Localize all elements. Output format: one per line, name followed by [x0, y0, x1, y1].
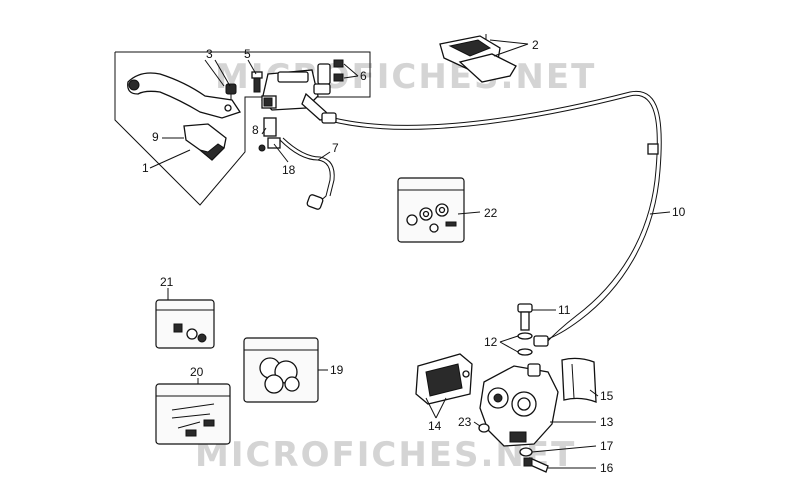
- callout-8: 8: [252, 123, 259, 137]
- switch-wire: [279, 137, 335, 210]
- callout-13: 13: [600, 415, 614, 429]
- pivot-bolt: [251, 71, 263, 93]
- brake-caliper: [479, 363, 559, 447]
- callout-19: 19: [330, 363, 344, 377]
- brake-pads: [415, 353, 473, 405]
- callout-15: 15: [600, 389, 614, 403]
- pin-kit-bag: [155, 383, 231, 445]
- callout-18: 18: [282, 163, 296, 177]
- callout-3: 3: [206, 47, 213, 61]
- callout-9: 9: [152, 130, 159, 144]
- pad-shim: [561, 357, 597, 403]
- pivot-screw: [225, 83, 237, 100]
- callout-12: 12: [484, 335, 498, 349]
- callout-17: 17: [600, 439, 614, 453]
- bolt-kit-bag: [155, 299, 215, 349]
- callout-7: 7: [332, 141, 339, 155]
- caliper-bolt: [519, 447, 549, 473]
- callout-11: 11: [558, 303, 571, 317]
- brake-lever: [127, 72, 242, 119]
- callout-5: 5: [244, 47, 251, 61]
- callout-23: 23: [458, 415, 472, 429]
- brake-switch: [258, 117, 281, 152]
- callout-21: 21: [160, 275, 174, 289]
- washer-23: [478, 423, 490, 433]
- oring-kit-bag: [243, 337, 319, 403]
- callout-20: 20: [190, 365, 204, 379]
- callout-1: 1: [142, 161, 149, 175]
- brake-hose: [321, 90, 662, 347]
- callout-10: 10: [672, 205, 686, 219]
- reservoir-screws: [333, 59, 344, 82]
- callout-22: 22: [484, 206, 498, 220]
- lever-guard: [183, 123, 227, 161]
- callout-6: 6: [360, 69, 367, 83]
- callout-16: 16: [600, 461, 614, 475]
- lever-assembly-outline: [114, 51, 371, 206]
- callout-14: 14: [428, 419, 442, 433]
- leader-lines: [149, 39, 671, 469]
- seal-kit-bag: [397, 177, 465, 243]
- banjo-bolt: [517, 303, 533, 356]
- master-cylinder: [261, 63, 332, 121]
- callout-2: 2: [532, 38, 539, 52]
- pad-kit: [439, 34, 517, 83]
